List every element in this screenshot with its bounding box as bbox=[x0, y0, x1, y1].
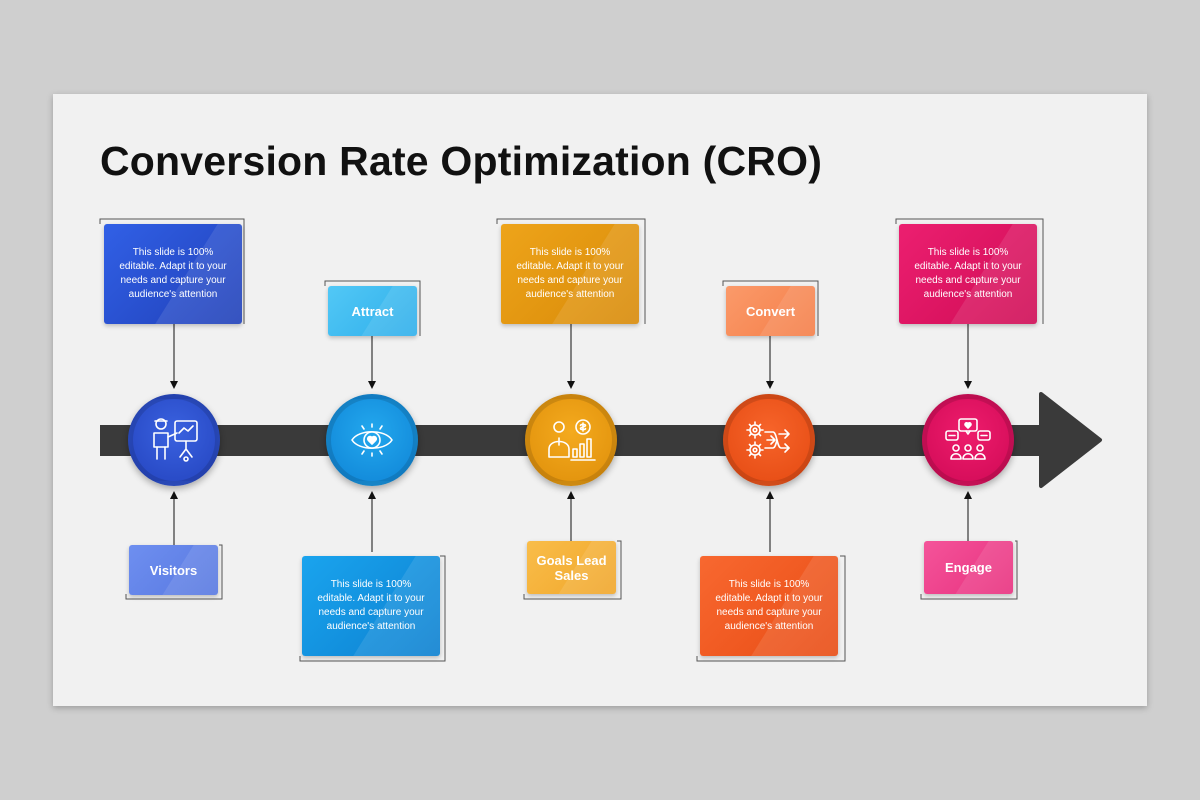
stage-3-description-text: This slide is 100% editable. Adapt it to… bbox=[516, 247, 624, 300]
eye-heart-icon bbox=[349, 422, 395, 458]
bracket-label-4 bbox=[722, 280, 819, 336]
stage-5-label: Engage bbox=[945, 560, 992, 575]
bracket-label-5 bbox=[920, 540, 1018, 600]
stage-3-label-box: Goals Lead Sales bbox=[527, 541, 616, 594]
stage-4-circle bbox=[723, 394, 815, 486]
stage-1-description-text: This slide is 100% editable. Adapt it to… bbox=[119, 247, 227, 300]
presentation-person-icon bbox=[147, 415, 201, 465]
stage-2-description-box: This slide is 100% editable. Adapt it to… bbox=[302, 556, 440, 656]
timeline-arrow-head bbox=[1039, 392, 1102, 488]
stage-1-description-box: This slide is 100% editable. Adapt it to… bbox=[104, 224, 242, 324]
stage-3-circle bbox=[525, 394, 617, 486]
stage-5-description-box: This slide is 100% editable. Adapt it to… bbox=[899, 224, 1037, 324]
bracket-desc-4 bbox=[696, 555, 846, 662]
stage-4-description-box: This slide is 100% editable. Adapt it to… bbox=[700, 556, 838, 656]
bracket-label-1 bbox=[125, 544, 223, 600]
stage-5-description-text: This slide is 100% editable. Adapt it to… bbox=[914, 247, 1022, 300]
gears-arrows-icon bbox=[745, 418, 793, 462]
bracket-desc-5 bbox=[895, 218, 1044, 324]
stage-1-label: Visitors bbox=[149, 562, 198, 578]
stage-2-circle bbox=[326, 394, 418, 486]
bracket-desc-2 bbox=[299, 555, 446, 662]
stage-1-label-box: Visitors bbox=[129, 545, 218, 595]
social-people-icon bbox=[944, 417, 992, 463]
slide-title: Conversion Rate Optimization (CRO) bbox=[100, 138, 823, 184]
stage-5-label-box: Engage bbox=[924, 541, 1013, 594]
stage-4-description-text: This slide is 100% editable. Adapt it to… bbox=[715, 579, 823, 632]
bracket-label-3 bbox=[523, 540, 622, 600]
stage-2-description-text: This slide is 100% editable. Adapt it to… bbox=[317, 579, 425, 632]
bracket-desc-3 bbox=[496, 218, 646, 324]
stage-5-circle bbox=[922, 394, 1014, 486]
stage-2-label-box: Attract bbox=[328, 286, 417, 336]
stage-4-label-box: Convert bbox=[726, 286, 815, 336]
businessman-growth-icon bbox=[545, 417, 597, 463]
stage-3-description-box: This slide is 100% editable. Adapt it to… bbox=[501, 224, 639, 324]
stage-3-label: Goals Lead Sales bbox=[536, 552, 607, 583]
bracket-label-2 bbox=[324, 280, 421, 336]
stage-1-circle bbox=[128, 394, 220, 486]
bracket-desc-1 bbox=[99, 218, 245, 324]
stage-4-label: Convert bbox=[745, 303, 796, 319]
stage-2-label: Attract bbox=[351, 303, 394, 319]
